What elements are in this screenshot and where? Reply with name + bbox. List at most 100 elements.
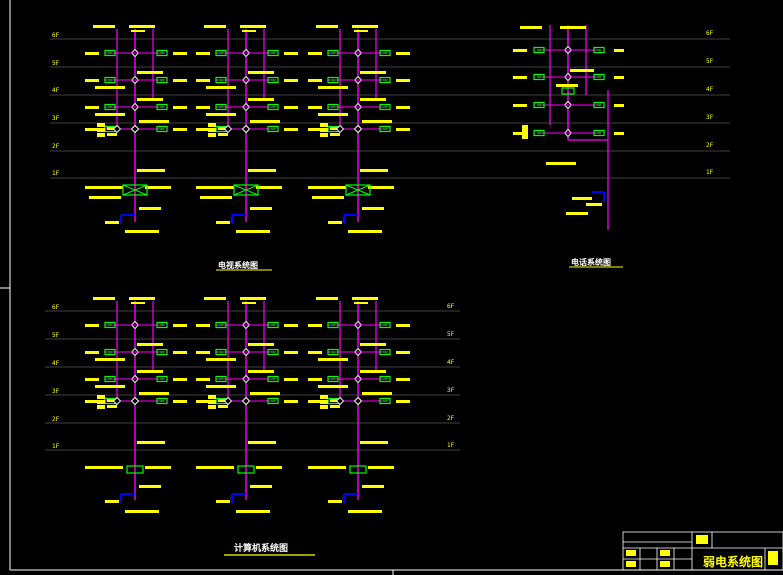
- outlet-box: [267, 125, 279, 133]
- floor-label: 5F: [52, 332, 60, 339]
- label-bar: [360, 71, 386, 74]
- label-bar: [396, 128, 410, 131]
- label-bar: [250, 392, 280, 395]
- phone-system-title: 电话系统图: [571, 257, 611, 267]
- floor-label: 6F: [706, 30, 714, 37]
- label-bar: [360, 169, 388, 172]
- label-bar: [614, 104, 624, 107]
- outlet-box: [156, 348, 168, 356]
- outlet-box: [379, 321, 391, 329]
- floor-labels-upper-right: 6F 5F 4F 3F 2F 1F: [706, 30, 714, 176]
- outlet-box: [327, 321, 339, 329]
- label-bar: [250, 207, 272, 210]
- outlet-box: [379, 397, 391, 405]
- label-bar: [308, 79, 322, 82]
- label-bar: [216, 221, 230, 224]
- outlet-box: [104, 76, 116, 84]
- label-bar: [145, 186, 171, 189]
- outlet-box: [267, 103, 279, 111]
- label-bar: [360, 441, 388, 444]
- floor-label: 4F: [52, 87, 60, 94]
- splitter-node: [112, 396, 122, 406]
- outlet-box: [215, 375, 227, 383]
- splitter-node: [223, 396, 233, 406]
- title-block-cell-fill: [626, 561, 636, 567]
- label-bar: [308, 52, 322, 55]
- label-bar: [256, 186, 282, 189]
- label-bar: [85, 79, 99, 82]
- label-bar: [97, 128, 105, 132]
- label-bar: [97, 400, 105, 404]
- splitter-node: [353, 396, 363, 406]
- label-bar: [173, 351, 187, 354]
- label-bar: [85, 378, 99, 381]
- label-bar: [105, 221, 119, 224]
- label-bar: [248, 441, 276, 444]
- label-bar: [196, 128, 210, 131]
- label-bar: [308, 400, 322, 403]
- floor-label: 3F: [706, 114, 714, 121]
- outlet-box: [379, 49, 391, 57]
- label-bar: [125, 510, 159, 513]
- amplifier-mark: [345, 184, 371, 196]
- splitter-node: [335, 124, 345, 134]
- label-bar: [330, 133, 340, 136]
- label-bar: [586, 203, 602, 206]
- label-bar: [85, 106, 99, 109]
- label-bar: [320, 123, 328, 127]
- switch-box: [126, 465, 144, 474]
- label-bar: [318, 86, 348, 89]
- switch-box: [237, 465, 255, 474]
- label-bar: [208, 400, 216, 404]
- label-bar: [173, 378, 187, 381]
- label-bar: [566, 212, 588, 215]
- label-bar: [513, 104, 527, 107]
- label-bar: [250, 120, 280, 123]
- outlet-box: [267, 348, 279, 356]
- label-bar: [206, 358, 236, 361]
- label-bar: [308, 466, 346, 469]
- label-bar: [107, 399, 117, 402]
- outlet-box: [533, 46, 545, 54]
- label-bar: [354, 30, 368, 32]
- outlet-box: [593, 46, 605, 54]
- outlet-box: [379, 375, 391, 383]
- label-bar: [85, 52, 99, 55]
- label-bar: [520, 26, 542, 29]
- floor-label: 4F: [447, 359, 455, 366]
- label-bar: [308, 378, 322, 381]
- splitter-node: [223, 124, 233, 134]
- outlet-box: [327, 375, 339, 383]
- label-bar: [139, 120, 169, 123]
- label-bar: [240, 25, 266, 28]
- label-bar: [196, 79, 210, 82]
- floor-labels-lower-right: 6F 5F 4F 3F 2F 1F: [447, 303, 455, 449]
- label-bar: [208, 128, 216, 132]
- label-bar: [139, 485, 161, 488]
- label-bar: [139, 207, 161, 210]
- label-bar: [242, 30, 256, 32]
- label-bar: [208, 123, 216, 127]
- label-bar: [248, 169, 276, 172]
- floor-label: 6F: [52, 304, 60, 311]
- label-bar: [396, 106, 410, 109]
- label-bar: [248, 98, 274, 101]
- outlet-box: [593, 73, 605, 81]
- floor-label: 6F: [447, 303, 455, 310]
- outlet-box: [104, 321, 116, 329]
- label-bar: [107, 127, 117, 130]
- label-bar: [97, 123, 105, 127]
- outlet-box: [533, 101, 545, 109]
- floor-label: 4F: [706, 86, 714, 93]
- label-bar: [556, 84, 578, 87]
- label-bar: [95, 113, 125, 116]
- label-bar: [204, 297, 226, 300]
- floor-label: 1F: [52, 443, 60, 450]
- label-bar: [320, 400, 328, 404]
- label-bar: [352, 297, 378, 300]
- label-bar: [95, 86, 125, 89]
- label-bar: [308, 106, 322, 109]
- label-bar: [137, 71, 163, 74]
- label-bar: [173, 128, 187, 131]
